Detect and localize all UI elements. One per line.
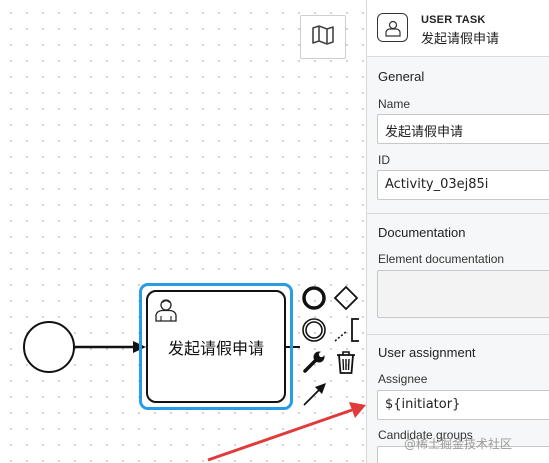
start-event[interactable]	[23, 321, 75, 373]
general-group: General Name 发起请假申请 ID Activity_03ej85i	[367, 57, 549, 214]
element-name: 发起请假申请	[421, 32, 500, 47]
text-annotation-icon[interactable]	[333, 317, 359, 343]
group-title-documentation[interactable]: Documentation	[378, 225, 466, 240]
element-documentation-label: Element documentation	[378, 252, 505, 266]
gateway-icon[interactable]	[333, 285, 359, 311]
properties-panel: USER TASK 发起请假申请 General Name 发起请假申请 ID …	[366, 0, 549, 463]
documentation-group: Documentation Element documentation	[367, 214, 549, 335]
minimap-toggle-button[interactable]	[300, 15, 346, 59]
name-label: Name	[378, 97, 411, 111]
panel-header: USER TASK 发起请假申请	[367, 0, 549, 57]
selection-outline	[139, 283, 293, 410]
element-type: USER TASK	[421, 14, 486, 26]
end-event-icon[interactable]	[301, 285, 327, 311]
candidate-groups-input[interactable]	[377, 446, 549, 463]
wrench-icon[interactable]	[301, 349, 327, 375]
candidate-groups-label: Candidate groups	[378, 428, 473, 442]
map-icon	[311, 24, 335, 51]
id-input[interactable]: Activity_03ej85i	[377, 170, 549, 200]
intermediate-event-icon[interactable]	[301, 317, 327, 343]
assignee-label: Assignee	[378, 372, 428, 386]
name-input[interactable]: 发起请假申请	[377, 114, 549, 144]
watermark: @稀土掘金技术社区	[404, 437, 513, 451]
trash-icon[interactable]	[333, 349, 359, 375]
group-title-user-assignment[interactable]: User assignment	[378, 345, 476, 360]
connect-arrow-icon[interactable]	[301, 381, 327, 407]
user-icon	[153, 296, 179, 327]
user-assignment-group: User assignment Assignee ${initiator} Ca…	[367, 335, 549, 463]
element-documentation-textarea[interactable]	[377, 270, 549, 318]
bpmn-canvas[interactable]: 发起请假申请	[0, 0, 366, 463]
task-label: 发起请假申请	[167, 338, 264, 358]
user-task[interactable]: 发起请假申请	[146, 290, 286, 403]
user-icon	[377, 13, 408, 42]
assignee-input[interactable]: ${initiator}	[377, 390, 549, 420]
id-label: ID	[378, 153, 390, 167]
group-title-general[interactable]: General	[378, 69, 425, 84]
